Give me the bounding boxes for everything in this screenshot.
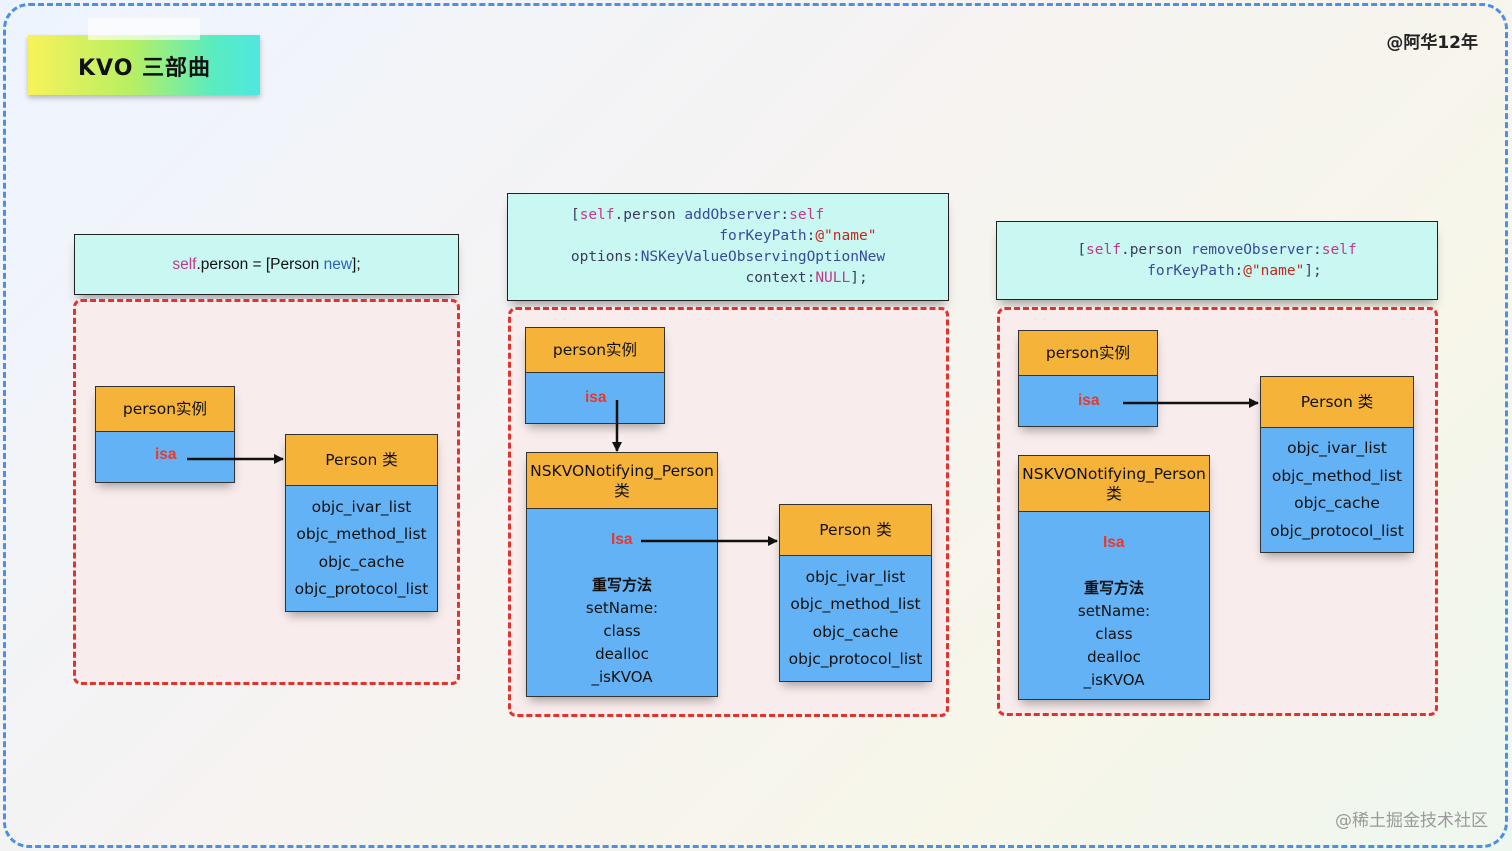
panel2-code: [self.person addObserver:self forKeyPath… (571, 205, 885, 289)
code-token: : (806, 270, 816, 286)
code-token: @"name" (1243, 262, 1305, 279)
kvo-member: class (1095, 625, 1133, 643)
author-label: @阿华12年 (1386, 33, 1478, 53)
code-token: [ (570, 207, 580, 223)
panel3-class-box: Person 类 objc_ivar_list objc_method_list… (1260, 376, 1414, 553)
title-tape (88, 18, 200, 40)
code-token: : (1313, 241, 1322, 258)
isa-pointer: Isa (1103, 534, 1125, 551)
panel1-instance-box: person实例 isa (95, 386, 235, 483)
code-token: self (172, 255, 197, 273)
class-member: objc_cache (318, 552, 405, 571)
canvas-frame (3, 3, 1508, 848)
class-member: objc_ivar_list (805, 567, 906, 586)
kvo-member: _isKVOA (1083, 671, 1145, 689)
code-token: : (631, 249, 641, 265)
code-token: : (806, 228, 816, 244)
code-token: self (789, 207, 825, 223)
panel3-instance-box: person实例 isa (1018, 330, 1158, 427)
instance-header: person实例 (526, 328, 664, 373)
class-member: objc_cache (1294, 494, 1380, 512)
class-header: Person 类 (780, 505, 931, 556)
instance-header: person实例 (96, 387, 234, 432)
class-member: objc_protocol_list (294, 580, 429, 598)
kvo-member: dealloc (1087, 648, 1141, 666)
class-member: objc_protocol_list (1270, 521, 1404, 540)
class-member: objc_protocol_list (788, 650, 923, 668)
code-token: @"name" (815, 228, 877, 244)
code-token: ]; (352, 255, 361, 273)
kvo-member: _isKVOA (591, 668, 653, 686)
title-sticky-note (28, 35, 260, 95)
class-member: objc_method_list (1271, 466, 1403, 485)
class-member: objc_ivar_list (311, 497, 412, 516)
kvo-class-header: NSKVONotifying_Person 类 (1019, 456, 1209, 512)
instance-header: person实例 (1019, 331, 1157, 376)
diagram-title: KVO 三部曲 (78, 56, 212, 81)
class-header: Person 类 (1261, 377, 1413, 428)
class-member: objc_method_list (296, 525, 427, 543)
panel2-instance-box: person实例 isa (525, 327, 665, 424)
panel3-code: [self.person removeObserver:self forKeyP… (1077, 240, 1356, 282)
panel3-code-box: [self.person removeObserver:self forKeyP… (996, 221, 1438, 300)
kvo-member: dealloc (595, 645, 649, 663)
code-token: .person (1120, 241, 1191, 258)
code-token: : (780, 207, 790, 223)
isa-pointer: isa (1078, 392, 1100, 409)
panel1-code: self.person = [Person new]; (172, 256, 360, 274)
watermark: @稀土掘金技术社区 (1335, 811, 1488, 831)
class-member: objc_method_list (790, 595, 921, 613)
code-token: NSKeyValueObservingOptionNew (640, 249, 886, 265)
code-token: self (1321, 241, 1357, 258)
class-member: objc_ivar_list (1287, 439, 1387, 457)
code-token: [ (1077, 241, 1087, 258)
code-token: self (579, 207, 615, 223)
panel2-code-box: [self.person addObserver:self forKeyPath… (507, 193, 949, 301)
code-token: ]; (1304, 262, 1322, 279)
code-token: .person (614, 207, 685, 223)
code-token: ]; (850, 270, 868, 286)
code-token: : (1234, 262, 1244, 279)
panel1-class-box: Person 类 objc_ivar_list objc_method_list… (285, 434, 438, 612)
code-token: NULL (815, 270, 851, 286)
code-token: .person = [Person (196, 255, 324, 273)
isa-pointer: isa (585, 389, 607, 406)
panel3-kvo-class-box: NSKVONotifying_Person 类 Isa 重写方法 setName… (1018, 455, 1210, 700)
code-token: forKeyPath (719, 228, 807, 244)
kvo-class-header: NSKVONotifying_Person 类 (527, 453, 717, 509)
code-token: addObserver (684, 207, 781, 223)
code-token: new (323, 255, 353, 273)
kvo-member: setName: (1077, 602, 1151, 620)
code-token: self (1086, 241, 1121, 258)
kvo-member: setName: (585, 599, 659, 617)
panel1-code-box: self.person = [Person new]; (74, 234, 459, 295)
code-token: removeObserver (1190, 241, 1314, 258)
isa-pointer: isa (155, 446, 177, 463)
kvo-member: 重写方法 (1083, 579, 1144, 597)
panel2-kvo-class-box: NSKVONotifying_Person 类 Isa 重写方法 setName… (526, 452, 718, 697)
panel2-class-box: Person 类 objc_ivar_list objc_method_list… (779, 504, 932, 682)
kvo-member: class (603, 622, 641, 640)
isa-pointer: Isa (611, 531, 633, 548)
code-token: context (745, 270, 807, 286)
code-token: forKeyPath (1147, 262, 1235, 279)
class-header: Person 类 (286, 435, 437, 486)
code-token: options (570, 249, 632, 265)
class-member: objc_cache (812, 622, 899, 641)
kvo-member: 重写方法 (591, 576, 652, 594)
